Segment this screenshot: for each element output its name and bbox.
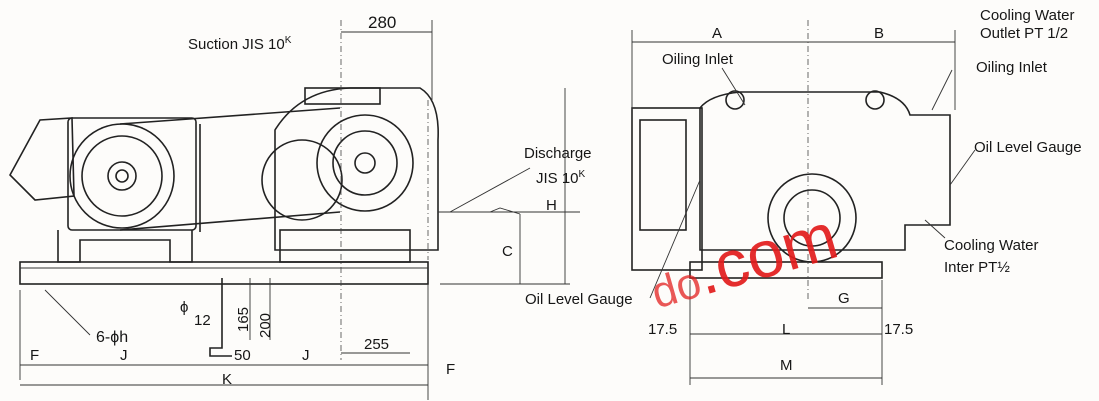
dim-bolt-holes: 6-ϕh	[96, 329, 129, 346]
left-dimension-lines	[20, 20, 570, 386]
dim-L: L	[782, 321, 791, 338]
dim-phi: ϕ	[180, 299, 189, 316]
dim-A: A	[712, 25, 723, 42]
dim-17-5-right: 17.5	[884, 321, 914, 338]
cooling-water-inter-size: Inter PT½	[944, 259, 1010, 276]
belt	[119, 107, 341, 232]
dim-J-right: J	[302, 347, 310, 364]
cooling-water-outlet-size: Outlet PT 1/2	[980, 25, 1069, 42]
dim-12: 12	[194, 312, 211, 329]
discharge-label: Discharge	[524, 145, 592, 162]
oil-level-gauge-right-label: Oil Level Gauge	[974, 139, 1082, 156]
discharge-outline	[438, 207, 580, 215]
dim-255: 255	[364, 336, 390, 353]
dim-F-left: F	[30, 347, 40, 364]
suction-label: Suction JIS 10K	[188, 35, 292, 53]
dim-H: H	[546, 197, 557, 214]
motor	[9, 117, 197, 263]
dim-200: 200	[257, 312, 274, 338]
dim-C: C	[502, 243, 513, 260]
right-end-view	[449, 20, 976, 385]
dim-50: 50	[234, 347, 251, 364]
oiling-inlet-left-label: Oiling Inlet	[662, 51, 733, 68]
dim-280: 280	[368, 13, 397, 32]
cooling-water-outlet-label: Cooling Water	[980, 7, 1075, 24]
dim-M: M	[780, 357, 793, 374]
dim-J-left: J	[120, 347, 128, 364]
dim-F-right: F	[446, 361, 456, 378]
discharge-jis-label: JIS 10K	[536, 169, 586, 187]
oiling-inlet-right-label: Oiling Inlet	[976, 59, 1047, 76]
blower	[261, 20, 439, 360]
dim-K: K	[222, 371, 233, 388]
dim-G: G	[838, 290, 850, 307]
dim-B: B	[874, 25, 885, 42]
dim-165: 165	[235, 306, 252, 332]
oil-level-gauge-left-label: Oil Level Gauge	[525, 291, 633, 308]
cooling-water-inter-label: Cooling Water	[944, 237, 1039, 254]
dim-17-5-left: 17.5	[648, 321, 678, 338]
